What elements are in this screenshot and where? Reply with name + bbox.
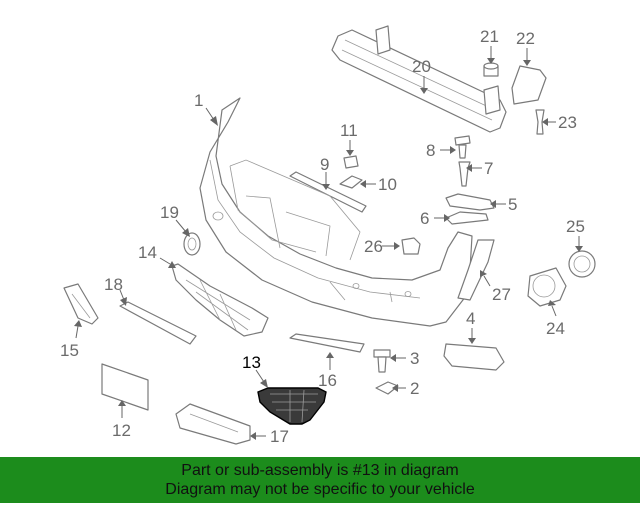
part-7-clip[interactable]	[458, 161, 471, 187]
callout-17: 17	[270, 427, 289, 446]
part-26-sensor[interactable]	[401, 237, 421, 255]
callout-9: 9	[320, 155, 329, 174]
part-21-nut[interactable]	[483, 62, 499, 77]
callout-26: 26	[364, 237, 383, 256]
callout-18: 18	[104, 275, 123, 294]
callout-22: 22	[516, 29, 535, 48]
part-16-strip[interactable]	[289, 333, 365, 353]
callout-3: 3	[410, 349, 419, 368]
part-25-ring[interactable]	[568, 250, 596, 278]
callout-27: 27	[492, 285, 511, 304]
part-15-bracket[interactable]	[63, 283, 99, 325]
callout-8: 8	[426, 141, 435, 160]
callout-24: 24	[546, 319, 565, 338]
part-3-bolt[interactable]	[373, 349, 391, 373]
part-17-bracket[interactable]	[175, 403, 251, 445]
callout-10: 10	[378, 175, 397, 194]
part-1-bumper-cover[interactable]	[199, 97, 473, 327]
part-22-bracket[interactable]	[511, 65, 547, 105]
info-banner: Part or sub-assembly is #13 in diagram D…	[0, 457, 640, 503]
banner-line-disclaimer: Diagram may not be specific to your vehi…	[165, 481, 475, 498]
callout-11: 11	[340, 121, 358, 140]
part-8-bolt[interactable]	[454, 135, 471, 159]
callout-6: 6	[420, 209, 429, 228]
exploded-parts-diagram: 1 2 3 4 5 6 7 8 9 10 11 12 13 14 15 16 1…	[60, 25, 596, 446]
callout-20: 20	[412, 57, 431, 76]
banner-line-part-number: Part or sub-assembly is #13 in diagram	[181, 462, 459, 479]
part-4-marker[interactable]	[443, 343, 505, 371]
part-6-bracket[interactable]	[445, 211, 489, 225]
part-10-clip[interactable]	[339, 175, 363, 189]
part-18-strip[interactable]	[119, 301, 197, 345]
callout-12: 12	[112, 421, 131, 440]
callout-2: 2	[410, 379, 419, 398]
part-13-grille-insert-highlighted[interactable]	[257, 387, 327, 425]
part-14-lower-grille[interactable]	[171, 263, 269, 337]
callout-13-highlighted: 13	[242, 353, 261, 372]
callout-4: 4	[466, 309, 475, 328]
part-11-nut[interactable]	[343, 155, 359, 169]
callout-19: 19	[160, 203, 179, 222]
callout-16: 16	[318, 371, 337, 390]
callout-15: 15	[60, 341, 79, 360]
callout-5: 5	[508, 195, 517, 214]
part-27-molding[interactable]	[457, 239, 495, 301]
callout-21: 21	[480, 27, 499, 46]
part-24-fog-lamp[interactable]	[527, 267, 567, 307]
callout-7: 7	[484, 159, 493, 178]
callout-labels: 1 2 3 4 5 6 7 8 9 10 11 12 13 14 15 16 1…	[60, 27, 585, 446]
callout-1: 1	[194, 91, 203, 110]
callout-25: 25	[566, 217, 585, 236]
part-12-license-bracket[interactable]	[101, 363, 149, 411]
part-9-strip[interactable]	[289, 171, 367, 213]
part-20-carrier-beam[interactable]	[331, 25, 507, 133]
leader-lines	[74, 46, 583, 440]
callout-23: 23	[558, 113, 577, 132]
callout-14: 14	[138, 243, 157, 262]
part-5-bracket[interactable]	[445, 193, 495, 211]
part-23-bolt[interactable]	[535, 109, 545, 135]
part-19-ring[interactable]	[183, 232, 201, 256]
